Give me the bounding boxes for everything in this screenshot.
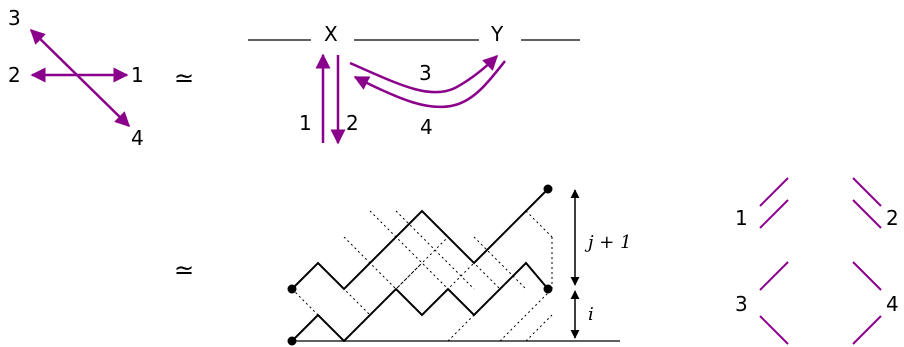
- chord-arrow-3: [349, 54, 499, 94]
- crossing-label-1: 1: [131, 63, 144, 87]
- equiv-symbol-2: ≃: [174, 256, 194, 284]
- crossing-label-3: 3: [8, 6, 21, 30]
- chord-arrow-4: [353, 60, 506, 109]
- strand-3-4: [29, 28, 131, 128]
- tile-label-3: 3: [735, 292, 748, 316]
- lower-path: [291, 261, 549, 343]
- path-start-top: [287, 284, 297, 294]
- path-end-bottom: [543, 284, 553, 294]
- lattice-diagram: j + 1 i: [287, 184, 632, 346]
- chord-label-2: 2: [346, 111, 359, 135]
- height-label-top: j + 1: [584, 232, 632, 253]
- path-end-top: [543, 184, 553, 194]
- crossing-diagram: 3 2 1 4: [8, 6, 144, 150]
- upper-path: [291, 188, 549, 291]
- chord-label-1: 1: [299, 111, 312, 135]
- point-y-label: Y: [490, 22, 504, 46]
- tile-4: 4: [852, 261, 899, 345]
- chord-diagram: X Y 3 1 2 4: [248, 22, 580, 145]
- equiv-symbol-1: ≃: [174, 64, 194, 92]
- crossing-label-2: 2: [8, 63, 21, 87]
- tile-3: 3: [735, 261, 789, 345]
- tile-2: 2: [852, 177, 899, 230]
- tile-label-1: 1: [735, 206, 748, 230]
- tile-label-2: 2: [886, 206, 899, 230]
- height-label-bottom: i: [588, 304, 594, 325]
- tile-1: 1: [735, 177, 789, 230]
- point-x-label: X: [324, 22, 338, 46]
- tile-diagrams: 1 2 3 4: [735, 177, 899, 345]
- chord-label-4: 4: [420, 115, 433, 139]
- path-start-bottom: [287, 336, 297, 346]
- tile-label-4: 4: [886, 292, 899, 316]
- crossing-label-4: 4: [131, 126, 144, 150]
- chord-label-3: 3: [419, 61, 432, 85]
